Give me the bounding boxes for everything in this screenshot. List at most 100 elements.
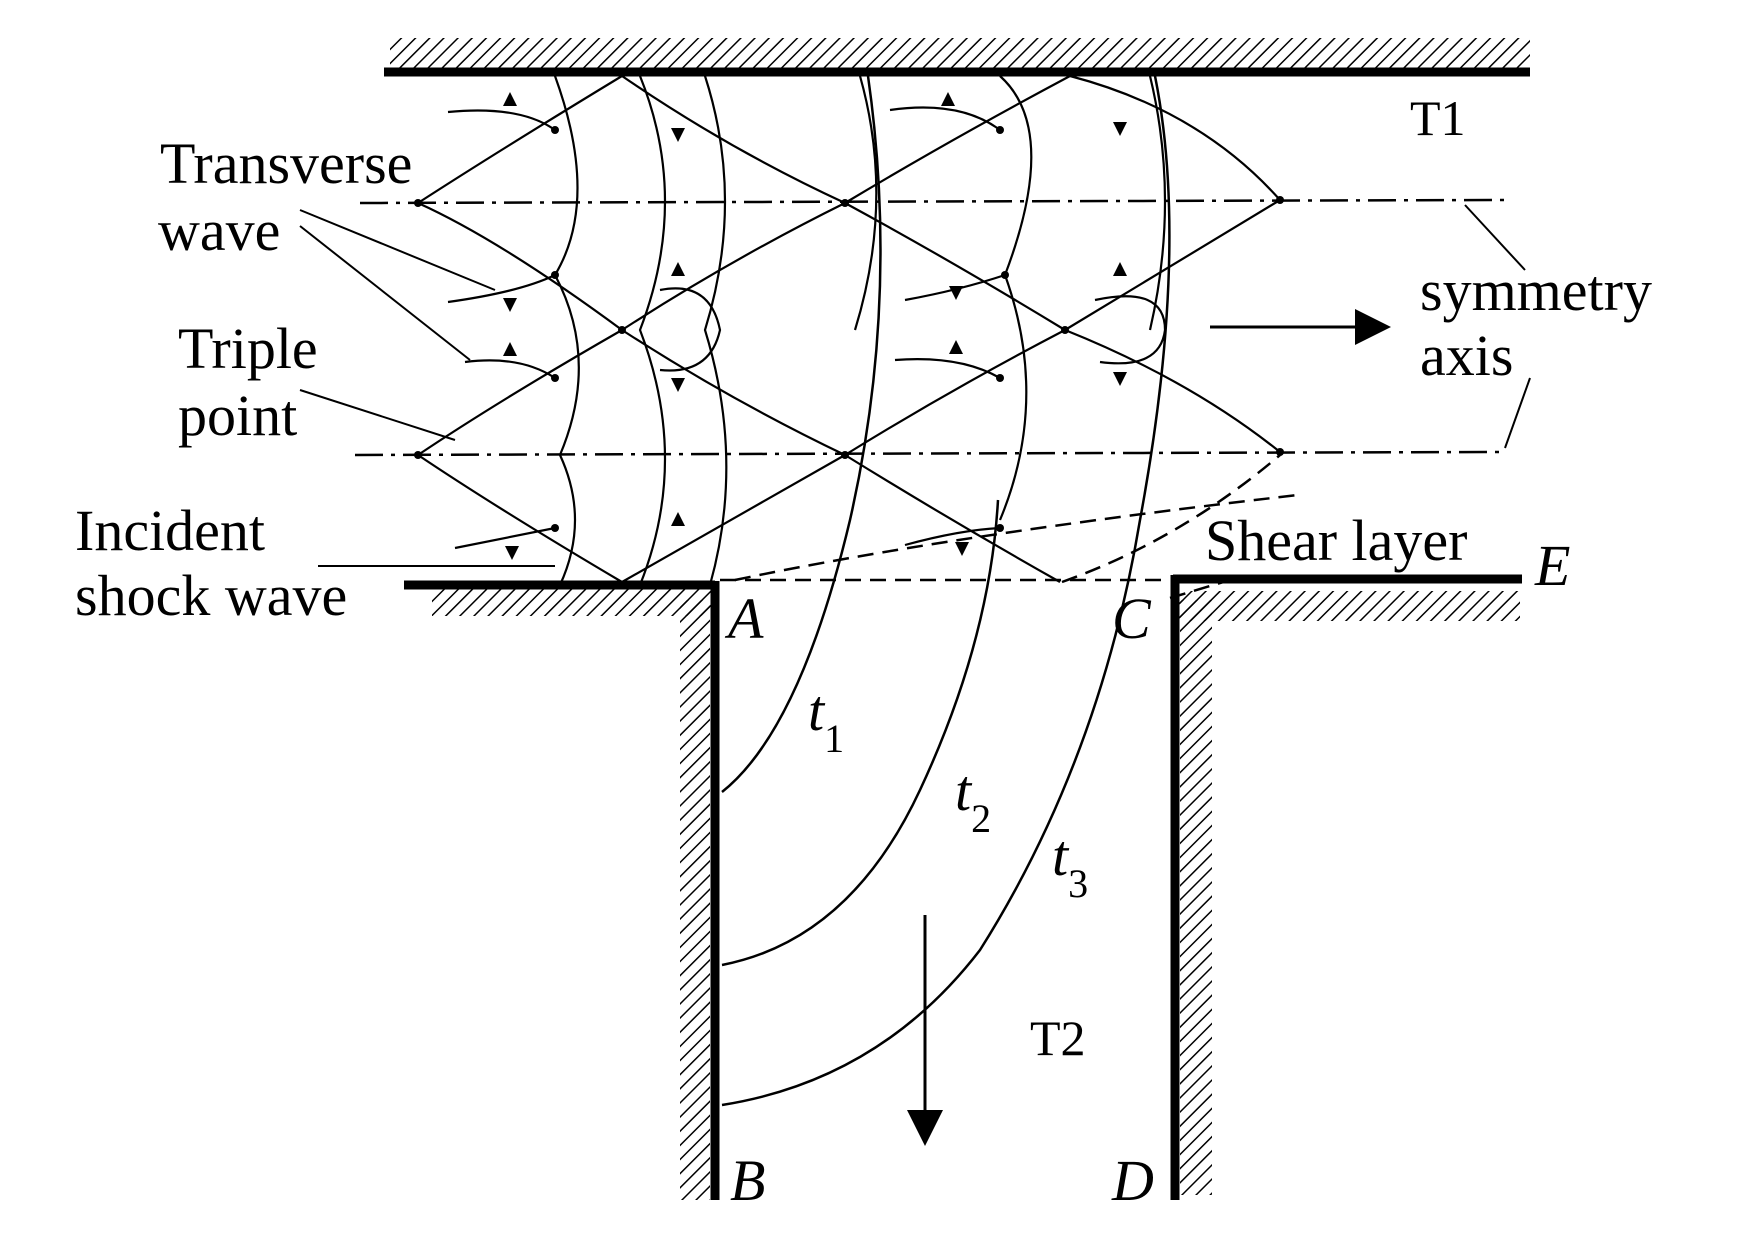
triple-point-dot [1061,326,1069,334]
cellular-structure [417,74,1281,586]
label-transverse-wave-line1: Transverse [160,131,412,196]
front-t3 [721,75,1171,1107]
triple-point-dot [841,199,849,207]
label-point-A: A [724,586,764,651]
arrow-up-icon [671,512,685,526]
cell-track [417,75,623,204]
label-T2: T2 [1030,1010,1086,1066]
arrow-up-icon [941,92,955,106]
cell-track [844,75,1071,204]
cell-track [1069,74,1281,201]
cell-track [844,454,1061,583]
triple-point-dot [1001,271,1009,279]
label-t3: t3 [1052,823,1088,906]
shear-layer-lines [720,454,1299,600]
arrow-down-icon [505,546,519,560]
label-transverse-wave-line2: wave [158,198,280,263]
leader-triple-point [299,389,456,441]
label-incident-shock-line1: Incident [75,498,265,563]
triple-point-dot [841,451,849,459]
branch-right-wall-hatch [1180,600,1212,1195]
triple-point-dot [1276,448,1284,456]
shock-front [703,75,728,586]
flow-arrows [907,309,1391,1146]
arrow-down-icon [949,286,963,300]
cell-track [621,454,846,583]
leader-transverse-2 [299,225,471,361]
shock-front [553,75,580,586]
triple-point-dot [996,374,1004,382]
label-T1: T1 [1410,90,1466,146]
arrow-down-icon [671,128,685,142]
transverse-bow [447,109,556,131]
arrow-down-icon [503,298,517,312]
cell-track [621,202,846,331]
label-point-B: B [730,1148,765,1213]
label-point-D: D [1111,1148,1154,1213]
triple-point-dot [996,126,1004,134]
arrow-up-icon [503,342,517,356]
top-wall-hatch [390,38,1530,70]
shock-front [853,75,878,331]
triple-point-dots [414,126,1284,532]
cell-track [621,329,846,456]
arrow-up-icon [671,262,685,276]
triple-point-dot [1276,196,1284,204]
triple-point-dot [414,199,422,207]
arrow-up-icon [1113,262,1127,276]
cell-track [844,329,1066,456]
label-shear-layer: Shear layer [1205,508,1467,573]
symmetry-axis-upper [359,198,1511,205]
symmetry-axis-lower [354,450,1506,457]
cell-track [1064,328,1281,453]
diffracted-fronts [721,75,1171,1107]
shear-layer-upper [734,493,1299,582]
arrow-down-icon [1113,372,1127,386]
triple-point-dot [551,374,559,382]
triple-point-dot [551,126,559,134]
transverse-bow [894,358,1001,379]
triple-point-dot [618,326,626,334]
cell-track [1064,199,1281,331]
arrow-up-icon [503,92,517,106]
front-t2 [721,499,1000,967]
cell-track [417,201,623,331]
transverse-bow [447,274,556,304]
arrow-down-icon [671,378,685,392]
triple-point-dot [414,451,422,459]
walls [384,38,1530,1200]
label-symmetry-axis-line2: axis [1420,323,1513,388]
label-point-C: C [1112,586,1152,651]
cell-track [844,202,1066,331]
arrow-up-icon [949,340,963,354]
transverse-bow [659,287,722,372]
triple-point-dot [996,524,1004,532]
transverse-bow [464,359,556,379]
cell-track [417,454,623,583]
label-point-E: E [1534,533,1570,598]
leader-symmetry-lower [1504,377,1531,449]
text-labels: Transverse wave Triple point Incident sh… [75,90,1652,1213]
lower-right-wall-hatch [1178,591,1520,621]
branch-left-wall-hatch [680,600,710,1200]
label-incident-shock-line2: shock wave [75,563,347,628]
arrow-down-icon [955,542,969,556]
triple-point-dot [551,271,559,279]
label-t1: t1 [808,678,844,761]
cell-track [417,329,623,456]
triple-point-dot [551,524,559,532]
label-t2: t2 [955,758,991,841]
shear-layer-curve [1061,454,1281,584]
leader-lines [299,204,1531,567]
cell-track [621,75,846,204]
front-t1 [721,75,882,793]
label-symmetry-axis-line1: symmetry [1420,258,1652,323]
label-triple-point-line2: point [178,383,297,448]
leader-transverse-1 [299,209,496,291]
transverse-bow [454,526,556,550]
leader-symmetry-upper [1464,204,1526,271]
transverse-arrows [503,92,1127,560]
shear-layer-right [1169,578,1231,600]
